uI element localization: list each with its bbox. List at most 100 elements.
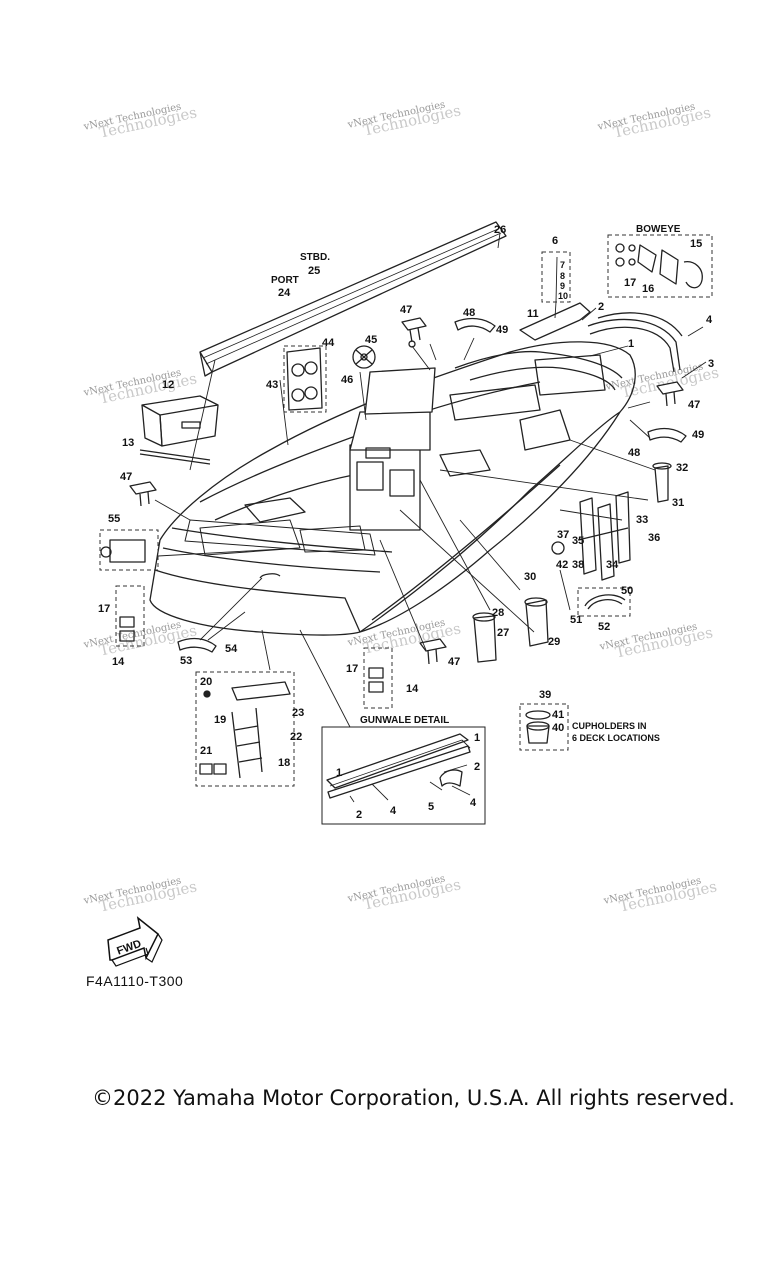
callout-42: 42 xyxy=(556,559,568,571)
label-cupholders-2: 6 DECK LOCATIONS xyxy=(572,733,660,743)
callout-numbers: 1 2 4 3 6 7 8 9 10 11 15 16 17 26 25 24 … xyxy=(98,224,714,821)
callout-44: 44 xyxy=(322,337,335,349)
cleat-47 xyxy=(656,381,684,407)
handle-53 xyxy=(177,637,217,653)
callout-39: 39 xyxy=(539,689,551,701)
callout-2b: 2 xyxy=(474,761,480,773)
steering-wheel xyxy=(352,345,376,369)
callout-22: 22 xyxy=(290,731,302,743)
callout-49: 49 xyxy=(496,324,508,336)
callout-14: 14 xyxy=(112,656,125,668)
callout-51: 51 xyxy=(570,614,582,626)
callout-4b: 4 xyxy=(470,797,477,809)
rod-holder xyxy=(577,491,631,581)
group-box-39 xyxy=(519,703,569,751)
callout-47d: 47 xyxy=(448,656,460,668)
callout-49b: 49 xyxy=(692,429,704,441)
callout-2c: 2 xyxy=(356,809,362,821)
callout-6: 6 xyxy=(552,235,558,247)
holder-27-rim xyxy=(472,612,496,622)
group-box-boweye xyxy=(607,234,713,298)
callout-34: 34 xyxy=(606,559,619,571)
callout-12: 12 xyxy=(162,379,174,391)
callout-25: 25 xyxy=(308,265,320,277)
callout-29: 29 xyxy=(548,636,560,648)
ladder xyxy=(199,681,291,779)
callout-10: 10 xyxy=(558,291,568,301)
holder-29-rim xyxy=(524,597,548,607)
callout-32: 32 xyxy=(676,462,688,474)
label-gunwale-detail: GUNWALE DETAIL xyxy=(360,715,449,726)
callout-20: 20 xyxy=(200,676,212,688)
callout-17c: 17 xyxy=(346,663,358,675)
callout-47: 47 xyxy=(400,304,412,316)
group-box-50 xyxy=(577,587,631,617)
callout-26: 26 xyxy=(494,224,506,236)
holder-29 xyxy=(525,599,549,647)
rub-rail xyxy=(587,312,683,373)
rail-50 xyxy=(584,594,626,610)
callout-35: 35 xyxy=(572,535,584,547)
bracket-43 xyxy=(286,347,323,411)
callout-24: 24 xyxy=(278,287,291,299)
fwd-arrow-icon: FWD xyxy=(107,916,163,967)
group-box-55 xyxy=(99,529,159,571)
label-cupholders-1: CUPHOLDERS IN xyxy=(572,721,647,731)
callout-45: 45 xyxy=(365,334,377,346)
gunwale-rail xyxy=(199,221,507,377)
boat-hull xyxy=(149,341,636,636)
label-port: PORT xyxy=(271,275,299,286)
gunwale-detail-drawing xyxy=(326,733,471,799)
label-stbd: STBD. xyxy=(300,252,330,263)
callout-46: 46 xyxy=(341,374,353,386)
callout-47c: 47 xyxy=(688,399,700,411)
group-box-14-left xyxy=(115,585,145,647)
gunwale-detail-box xyxy=(321,726,486,825)
callout-27: 27 xyxy=(497,627,509,639)
copyright-notice: ©2022 Yamaha Motor Corporation, U.S.A. A… xyxy=(92,1086,735,1110)
callout-8: 8 xyxy=(560,271,565,281)
callout-48b: 48 xyxy=(628,447,640,459)
cleat-47 xyxy=(129,481,157,507)
callout-40: 40 xyxy=(552,722,564,734)
callout-55: 55 xyxy=(108,513,120,525)
callout-4: 4 xyxy=(706,314,713,326)
callout-52: 52 xyxy=(598,621,610,633)
holder-31-rim xyxy=(652,462,672,470)
diagram-code: F4A1110-T300 xyxy=(86,973,184,989)
holder-27 xyxy=(473,615,497,663)
callout-5: 5 xyxy=(428,801,434,813)
holder-31 xyxy=(654,465,669,503)
hardware-14 xyxy=(119,616,384,693)
callout-15: 15 xyxy=(690,238,702,250)
callout-4c: 4 xyxy=(390,805,397,817)
callout-17: 17 xyxy=(624,277,636,289)
callout-43: 43 xyxy=(266,379,278,391)
cleat-47 xyxy=(419,638,447,665)
callout-16: 16 xyxy=(642,283,654,295)
handle-48 xyxy=(454,317,496,333)
label-boweye: BOWEYE xyxy=(636,224,681,235)
callout-33: 33 xyxy=(636,514,648,526)
group-box-14-right xyxy=(363,647,393,709)
plate-11 xyxy=(519,302,591,341)
callout-1c: 1 xyxy=(336,767,342,779)
callout-1: 1 xyxy=(628,338,634,350)
callout-13: 13 xyxy=(122,437,134,449)
callout-38: 38 xyxy=(572,559,584,571)
cleat-47 xyxy=(401,317,427,348)
handle-48 xyxy=(647,427,687,443)
callout-41: 41 xyxy=(552,709,564,721)
callout-7: 7 xyxy=(560,260,565,270)
callout-14b: 14 xyxy=(406,683,419,695)
callout-31: 31 xyxy=(672,497,684,509)
callout-50: 50 xyxy=(621,585,633,597)
callout-21: 21 xyxy=(200,745,212,757)
callout-53: 53 xyxy=(180,655,192,667)
rod-13 xyxy=(139,449,211,465)
callout-48: 48 xyxy=(463,307,475,319)
callout-54: 54 xyxy=(225,643,238,655)
callout-1b: 1 xyxy=(474,732,480,744)
boweye-parts xyxy=(615,243,703,289)
